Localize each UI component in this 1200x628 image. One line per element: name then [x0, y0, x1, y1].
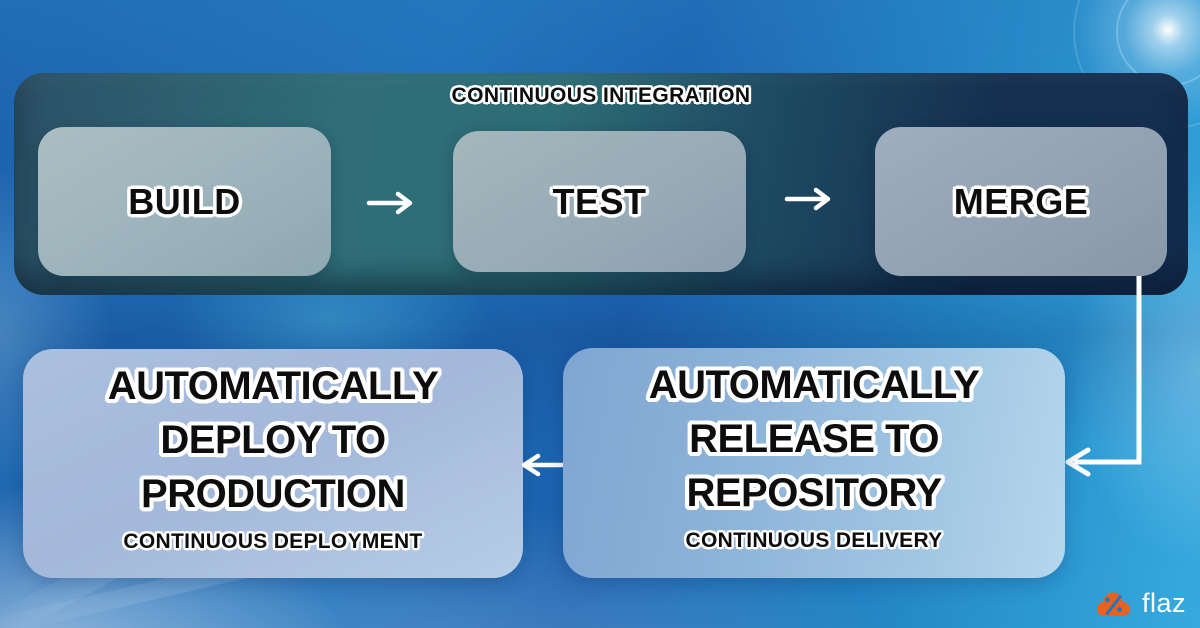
step-box-test: TEST	[453, 131, 746, 272]
deployment-title-line: AUTOMATICALLY	[107, 364, 439, 408]
delivery-title-line: RELEASE TO	[689, 417, 939, 461]
deployment-title-line: DEPLOY TO	[160, 418, 386, 462]
deployment-box: AUTOMATICALLY DEPLOY TO PRODUCTION CONTI…	[23, 349, 523, 578]
deployment-title-line: PRODUCTION	[141, 472, 405, 516]
right-arrow-icon	[784, 187, 831, 211]
ci-pipeline-panel: CONTINUOUS INTEGRATION BUILD TEST MERGE	[14, 73, 1188, 295]
ci-panel-title: CONTINUOUS INTEGRATION	[451, 84, 751, 107]
step-label-test: TEST	[552, 180, 647, 222]
brand-logo: flaz	[1094, 588, 1186, 619]
right-arrow-icon	[366, 191, 413, 215]
elbow-arrow-merge-to-release-icon	[1065, 276, 1142, 477]
step-box-build: BUILD	[38, 127, 331, 276]
delivery-box: AUTOMATICALLY RELEASE TO REPOSITORY CONT…	[563, 348, 1065, 578]
cloud-slash-icon	[1097, 592, 1130, 616]
step-label-build: BUILD	[128, 180, 241, 222]
step-label-merge: MERGE	[953, 180, 1089, 222]
deployment-subtitle: CONTINUOUS DEPLOYMENT	[123, 530, 423, 553]
delivery-subtitle: CONTINUOUS DELIVERY	[685, 529, 943, 552]
left-arrow-release-to-deployment-icon	[521, 453, 571, 477]
step-box-merge: MERGE	[875, 127, 1167, 276]
brand-name: flaz	[1142, 588, 1187, 618]
delivery-title: AUTOMATICALLY RELEASE TO REPOSITORY	[649, 358, 980, 520]
delivery-title-line: AUTOMATICALLY	[648, 363, 980, 407]
deployment-title: AUTOMATICALLY DEPLOY TO PRODUCTION	[108, 359, 439, 521]
delivery-title-line: REPOSITORY	[686, 471, 942, 515]
